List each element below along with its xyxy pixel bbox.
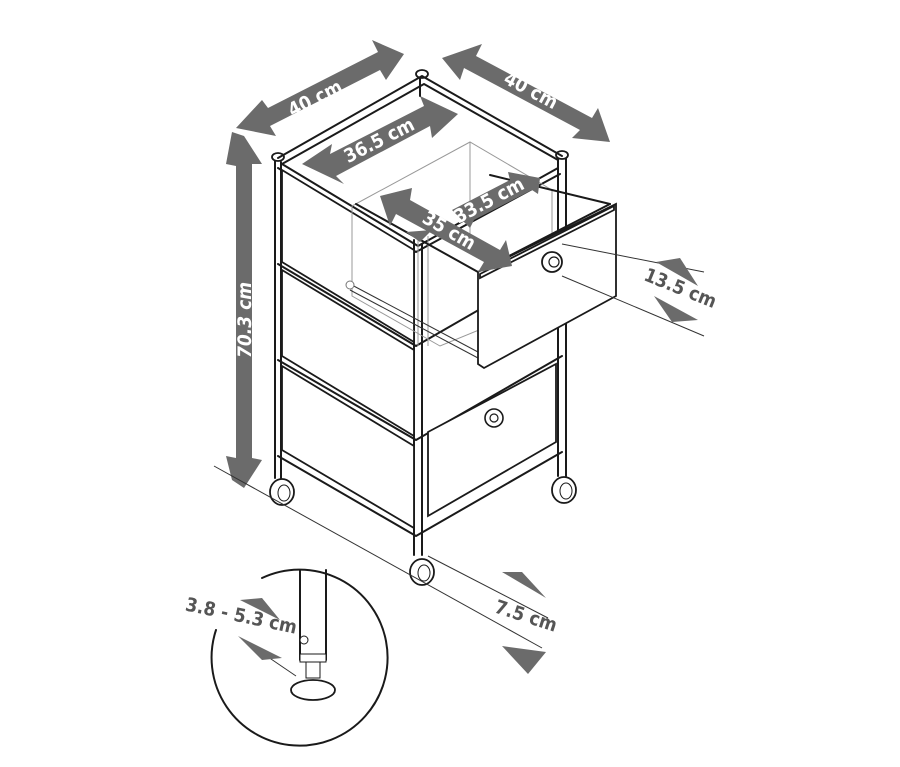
caster-front-left	[269, 478, 295, 506]
leveling-foot-detail: 3.8 - 5.3 cm	[183, 568, 389, 747]
dim-arrow-drawer-width: 33.5 cm	[450, 172, 540, 228]
dim-label-drawer-width: 33.5 cm	[450, 173, 528, 228]
dim-arrow-top-depth: 40 cm	[442, 44, 610, 142]
dim-label-total-height: 70.3 cm	[234, 282, 256, 358]
dim-caster-height: 7.5 cm	[492, 572, 560, 674]
cart-frame	[271, 69, 569, 556]
dim-label-inner-width: 36.5 cm	[340, 114, 418, 168]
open-drawer	[345, 141, 617, 370]
casters	[269, 476, 577, 586]
dim-label-caster-height: 7.5 cm	[492, 596, 560, 637]
dim-arrow-top-width: 40 cm	[236, 40, 404, 136]
dim-arrow-total-height: 70.3 cm	[226, 132, 262, 488]
caster-back-right	[551, 476, 577, 504]
dim-label-top-depth: 40 cm	[500, 67, 561, 114]
dim-label-top-width: 40 cm	[285, 76, 346, 122]
